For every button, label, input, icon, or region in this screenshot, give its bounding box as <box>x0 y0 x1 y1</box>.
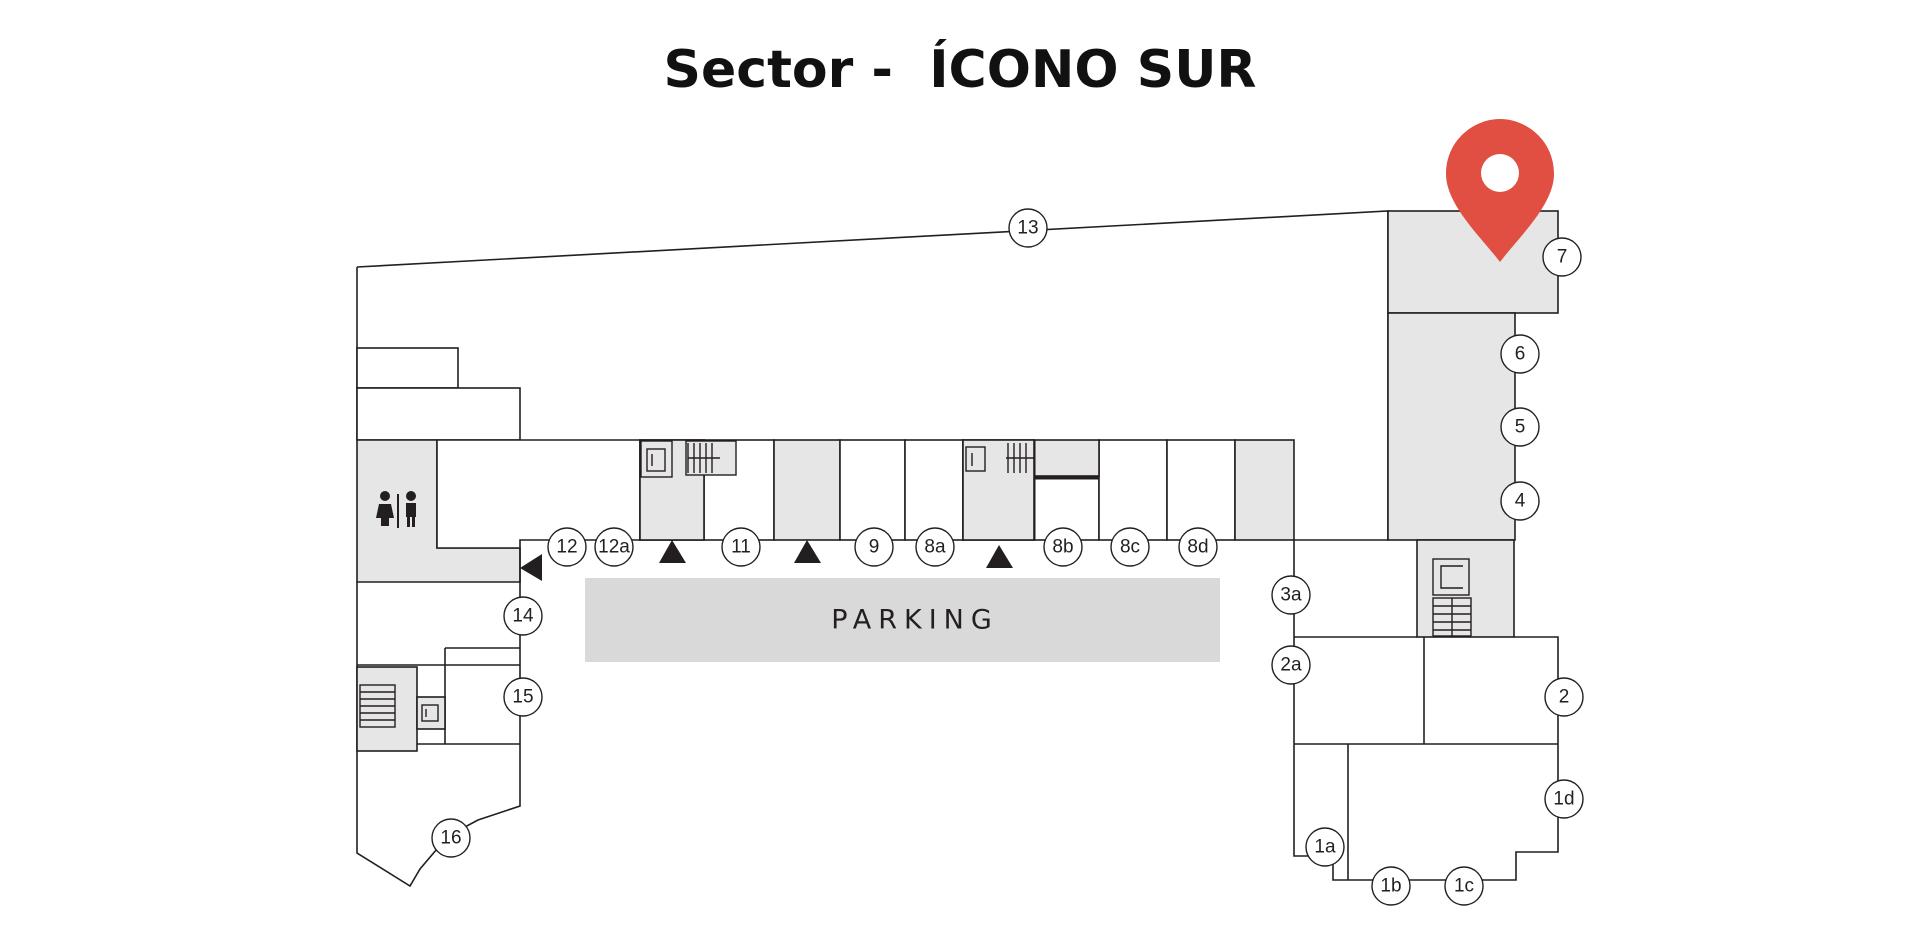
unit-badge-16[interactable]: 16 <box>431 818 471 858</box>
unit-badge-label: 9 <box>869 537 880 558</box>
stairs-icon <box>359 684 396 728</box>
entrance-arrow-icon <box>986 545 1013 568</box>
unit-badge-label: 8b <box>1052 537 1073 558</box>
unit-badge-label: 2 <box>1559 687 1570 708</box>
unit-badge-label: 11 <box>731 537 751 558</box>
elevator-icon <box>640 440 673 478</box>
unit-badge-2[interactable]: 2 <box>1544 677 1584 717</box>
unit-badge-2a[interactable]: 2a <box>1271 645 1311 685</box>
unit-badge-label: 1c <box>1454 876 1474 897</box>
unit-badge-1d[interactable]: 1d <box>1544 779 1584 819</box>
stairs-icon <box>685 440 737 476</box>
unit-badge-13[interactable]: 13 <box>1008 208 1048 248</box>
stairs-icon <box>1006 443 1034 473</box>
elevator-icon <box>1432 558 1470 596</box>
unit-badge-1a[interactable]: 1a <box>1305 827 1345 867</box>
unit-badge-4[interactable]: 4 <box>1500 481 1540 521</box>
unit-badge-label: 1d <box>1553 789 1574 810</box>
unit-badge-12[interactable]: 12 <box>547 527 587 567</box>
unit-badge-label: 5 <box>1515 417 1526 438</box>
unit-badge-label: 1b <box>1380 876 1401 897</box>
unit-badge-1c[interactable]: 1c <box>1444 866 1484 906</box>
unit-badge-9[interactable]: 9 <box>854 527 894 567</box>
stairs-icon <box>1432 597 1472 637</box>
unit-badge-label: 12a <box>598 537 630 558</box>
parking-label: PARKING <box>831 605 999 636</box>
unit-badge-3a[interactable]: 3a <box>1271 575 1311 615</box>
entrance-arrow-icon <box>520 554 542 581</box>
store-4-6 <box>1387 312 1516 541</box>
room-top-left-1 <box>356 347 459 389</box>
unit-badge-1b[interactable]: 1b <box>1371 866 1411 906</box>
page-title: Sector - ÍCONO SUR <box>663 40 1257 100</box>
unit-badge-8a[interactable]: 8a <box>915 527 955 567</box>
unit-badge-11[interactable]: 11 <box>721 527 761 567</box>
unit-badge-label: 14 <box>512 606 534 627</box>
unit-badge-label: 8a <box>924 537 946 558</box>
unit-badge-15[interactable]: 15 <box>503 677 543 717</box>
location-pin-icon <box>1446 119 1554 262</box>
unit-badge-label: 13 <box>1017 218 1038 239</box>
unit-badge-5[interactable]: 5 <box>1500 407 1540 447</box>
unit-badge-8c[interactable]: 8c <box>1110 527 1150 567</box>
parking-area <box>585 578 1220 662</box>
unit-badge-6[interactable]: 6 <box>1500 334 1540 374</box>
room-top-left-2 <box>356 387 521 441</box>
elevator-icon <box>421 704 439 722</box>
unit-badge-label: 15 <box>512 687 533 708</box>
unit-badge-7[interactable]: 7 <box>1542 237 1582 277</box>
unit-badge-label: 4 <box>1515 491 1526 512</box>
unit-badge-label: 7 <box>1557 247 1568 268</box>
entrance-arrow-icon <box>794 540 821 563</box>
restroom-icon <box>376 491 416 528</box>
unit-badge-label: 16 <box>440 828 461 849</box>
unit-badge-8b[interactable]: 8b <box>1043 527 1083 567</box>
unit-badge-8d[interactable]: 8d <box>1178 527 1218 567</box>
unit-badge-label: 1a <box>1314 837 1336 858</box>
unit-badge-label: 2a <box>1280 655 1302 676</box>
unit-badge-label: 8c <box>1120 537 1140 558</box>
unit-badge-label: 6 <box>1515 344 1526 365</box>
elevator-icon <box>965 446 986 472</box>
unit-badge-12a[interactable]: 12a <box>594 527 634 567</box>
unit-badge-14[interactable]: 14 <box>503 596 543 636</box>
unit-badge-label: 12 <box>556 537 577 558</box>
stairs-left-area <box>356 666 418 752</box>
elevator-left <box>416 696 446 730</box>
unit-badge-label: 3a <box>1280 585 1302 606</box>
shop-8a-area <box>962 439 1035 541</box>
unit-badge-label: 8d <box>1187 537 1208 558</box>
entrance-arrow-icon <box>659 540 686 563</box>
